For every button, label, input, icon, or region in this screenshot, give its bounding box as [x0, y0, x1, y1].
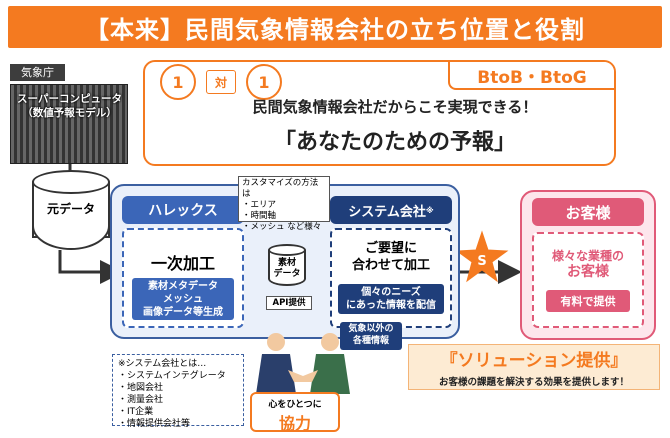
solution-star-icon — [455, 230, 509, 283]
customize-callout: カスタマイズの方法は ・エリア ・時間軸 ・メッシュ など様々 — [238, 176, 330, 232]
supercomputer-image — [10, 84, 128, 164]
material-data-label-line2: データ — [273, 269, 301, 279]
system-process-line2: 合わせて加工 — [351, 258, 430, 273]
halex-item: 素材メタデータ — [148, 281, 218, 292]
relation-middle: 対 — [206, 70, 236, 94]
system-company-header: システム会社※ — [330, 196, 452, 224]
data-to-halex-arrow — [58, 250, 124, 284]
note-title: ※システム会社とは… — [118, 359, 207, 369]
non-weather-line1: 気象以外の — [348, 324, 394, 334]
api-label: API提供 — [266, 296, 312, 310]
note-item: ・測量会社 — [118, 395, 164, 405]
note-item: ・情報提供会社等 — [118, 419, 191, 429]
handshake-icon — [256, 333, 350, 394]
customer-desc-line2: お客様 — [567, 264, 609, 280]
callout-item: ・エリア — [242, 200, 277, 210]
note-item: ・地図会社 — [118, 383, 164, 393]
btob-btog-badge: BtoB・BtoG — [448, 62, 614, 90]
halex-header: ハレックス — [122, 196, 244, 224]
non-weather-line2: 各種情報 — [352, 336, 389, 346]
customer-desc-line1: 様々な業種の — [551, 249, 624, 263]
cooperation-caption: 心をひとつに — [268, 400, 322, 410]
solution-box — [408, 344, 660, 390]
supercomputer-caption-line1: スーパーコンピュータ — [17, 93, 122, 105]
material-data-label-line1: 素材 — [277, 258, 296, 268]
headline-line2: 「あなたのための予報」 — [273, 130, 516, 155]
note-item: ・IT企業 — [118, 407, 154, 417]
material-data-cylinder — [268, 250, 306, 286]
headline-line1: 民間気象情報会社だからこそ実現できる！ — [252, 98, 538, 116]
non-weather-info-box: 気象以外の 各種情報 — [340, 322, 402, 350]
system-company-mark: ※ — [425, 205, 434, 215]
relation-right-circle: 1 — [246, 64, 282, 100]
callout-item: ・メッシュ など様々 — [242, 222, 322, 232]
supercomputer-caption: スーパーコンピュータ （数値予報モデル） — [12, 92, 127, 120]
paid-badge: 有料で提供 — [546, 290, 630, 312]
relation-left-circle: 1 — [160, 64, 196, 100]
system-process: ご要望に 合わせて加工 — [330, 240, 452, 274]
halex-items-box: 素材メタデータ メッシュ 画像データ等生成 — [132, 278, 234, 320]
solution-subtitle: お客様の課題を解決する効果を提供します！ — [438, 377, 629, 388]
raw-data-label: 元データ — [46, 202, 95, 216]
halex-process: 一次加工 — [150, 254, 215, 273]
halex-item: メッシュ — [163, 294, 203, 305]
material-data-cylinder-top — [268, 244, 306, 256]
star-letter: S — [477, 254, 487, 269]
jma-label: 気象庁 — [10, 64, 65, 81]
system-company-note: ※システム会社とは… ・システムインテグレータ ・地図会社 ・測量会社 ・IT企… — [112, 354, 244, 429]
cooperation-word: 協力 — [278, 414, 311, 433]
note-item: ・システムインテグレータ — [118, 371, 226, 381]
system-company-name: システム会社 — [348, 204, 426, 220]
cooperation-box: 心をひとつに 協力 — [250, 392, 340, 433]
system-detail-line1: 個々のニーズ — [361, 287, 421, 298]
callout-title: カスタマイズの方法は — [242, 178, 319, 199]
customer-header: お客様 — [532, 198, 644, 226]
system-process-line1: ご要望に — [364, 241, 417, 256]
system-detail-box: 個々のニーズ にあった情報を配信 — [338, 284, 444, 314]
material-data-label: 素材 データ — [268, 258, 306, 280]
supercomputer-caption-line2: （数値予報モデル） — [22, 107, 117, 119]
system-detail-line2: にあった情報を配信 — [346, 300, 436, 311]
customer-desc: 様々な業種の お客様 — [532, 248, 644, 280]
halex-item: 画像データ等生成 — [143, 307, 223, 318]
page-title: 【本来】民間気象情報会社の立ち位置と役割 — [8, 6, 662, 48]
callout-item: ・時間軸 — [242, 211, 277, 221]
customer-box — [532, 232, 644, 328]
solution-title: 『ソリューション提供』 — [440, 351, 628, 371]
